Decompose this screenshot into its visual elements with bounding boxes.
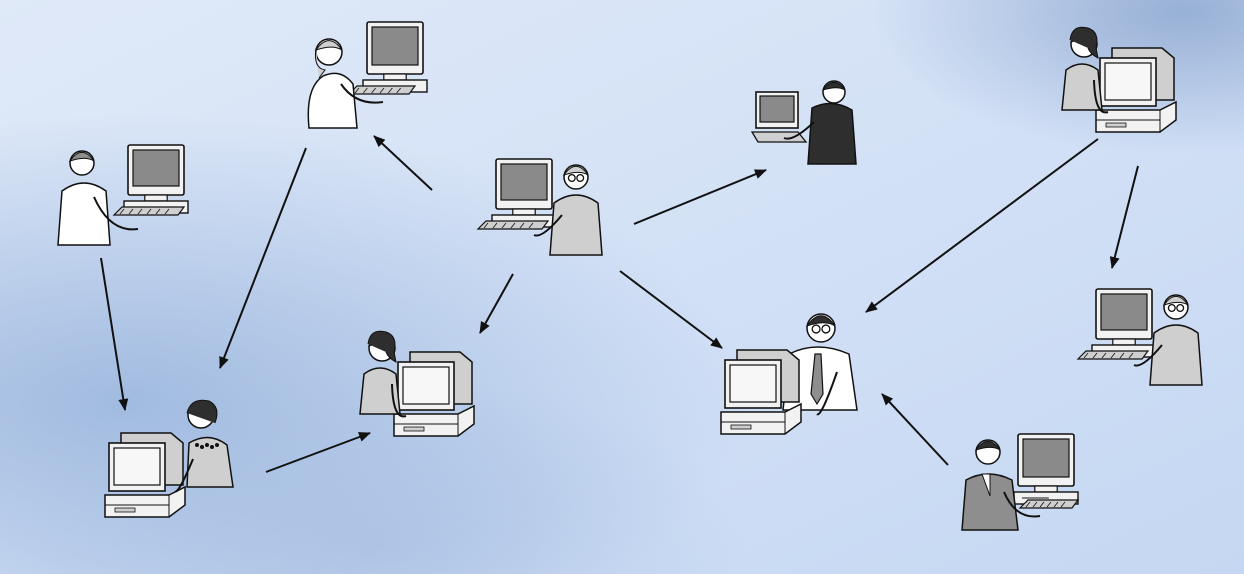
- arrow-center-user-to-laptop-user: [633, 169, 767, 225]
- arrow-woman-top-right-to-man-bottom-center: [865, 138, 1099, 313]
- edges: [100, 135, 1139, 473]
- arrow-woman-top-right-to-man-right: [1109, 165, 1139, 269]
- arrow-man-bottom-right-to-man-bottom-center: [881, 393, 949, 466]
- woman-desktop-icon: [104, 399, 234, 518]
- woman-desktop-icon: [307, 21, 428, 129]
- woman-desktop-icon: [1061, 26, 1177, 133]
- arrow-center-user-to-woman-top-left: [373, 135, 433, 191]
- nodes: [57, 21, 1203, 531]
- man-desktop-icon: [476, 158, 603, 256]
- man-desktop-icon: [57, 144, 189, 246]
- man-desktop-icon: [961, 433, 1080, 531]
- man-desktop-icon: [1076, 288, 1203, 386]
- arrow-man-left-to-woman-bottom-left: [100, 257, 129, 411]
- man-laptop-icon: [750, 80, 857, 165]
- arrow-woman-bottom-left-to-woman-middle: [265, 432, 371, 473]
- man-desktop-icon: [720, 313, 858, 435]
- woman-desktop-icon: [359, 330, 475, 437]
- arrow-center-user-to-man-bottom-center: [619, 270, 723, 349]
- arrow-woman-top-left-to-woman-bottom-left: [219, 147, 307, 369]
- arrow-center-user-to-woman-middle: [479, 273, 514, 334]
